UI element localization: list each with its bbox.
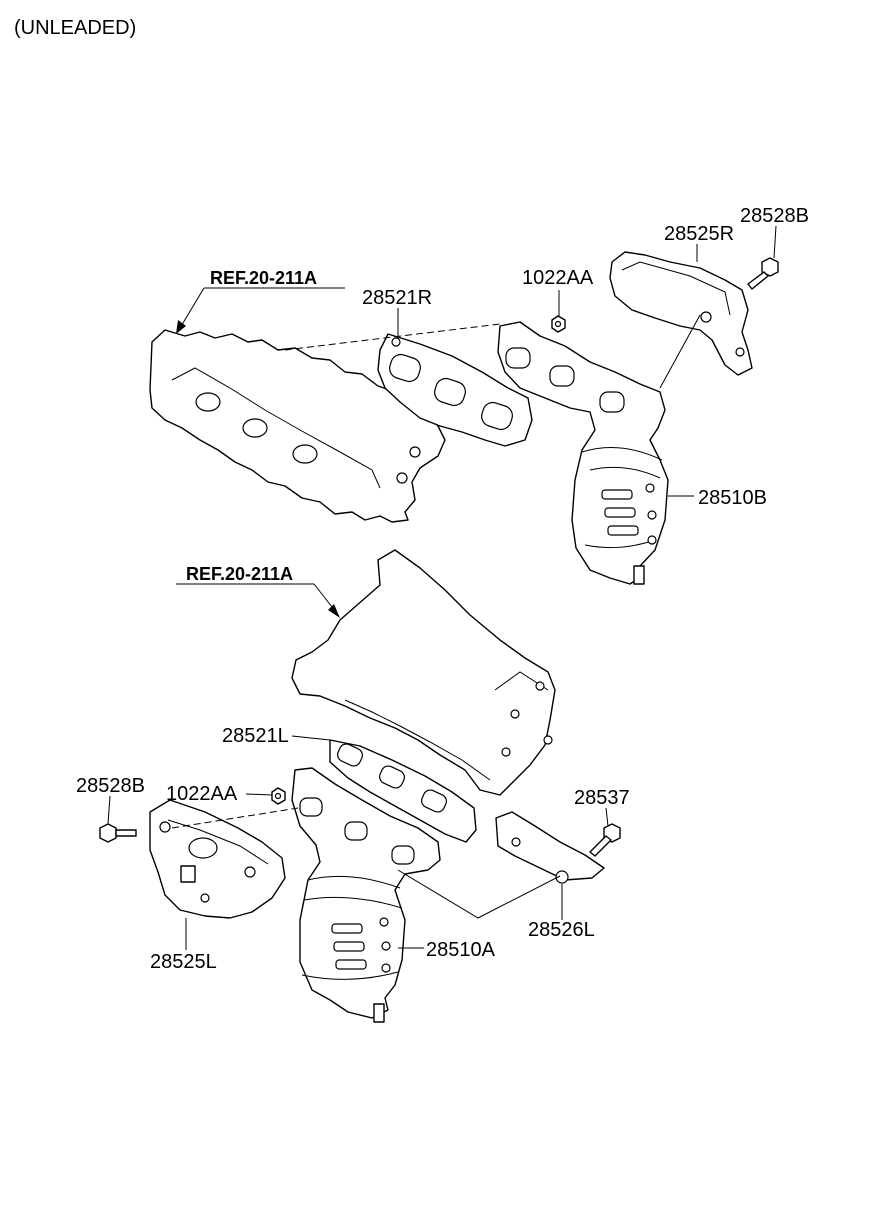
label-gasket-lh: 28521L [222,725,289,747]
dash-upper-head [284,323,501,351]
label-manifold-lh: 28510A [426,939,496,961]
label-nut-lh: 1022AA [166,783,238,805]
nut-lh [271,787,286,805]
link-bracket-lh [397,869,561,919]
label-bracket-lh: 28526L [528,919,595,941]
label-bolt-rh: 28528B [740,205,809,227]
gasket-rh [377,333,533,447]
label-heat-protector-rh: 28525R [664,223,734,245]
variant-label: (UNLEADED) [14,17,136,39]
ref-leader-upper [179,287,205,329]
leader-nut-lh [245,793,273,796]
heat-protector-lh [149,799,286,919]
cylinder-head-lower [291,549,556,796]
label-gasket-rh: 28521R [362,287,432,309]
nut-rh [551,315,566,333]
ref-arrow-upper [176,320,186,334]
leader-gasket-lh [291,735,331,741]
gasket-lh [329,739,477,843]
label-bolt-lh: 28528B [76,775,145,797]
label-nut-rh: 1022AA [522,267,594,289]
ref-label-upper: REF.20-211A [210,268,317,288]
ref-label-lower: REF.20-211A [186,564,293,584]
bolt-bracket [589,823,621,857]
leader-bolt-bracket [605,807,609,827]
leader-bolt-rh [773,225,777,259]
bracket-lh [495,811,605,884]
ref-arrow-lower [328,604,340,618]
label-heat-protector-lh: 28525L [150,951,217,973]
manifold-catalyst-lh [291,767,441,1023]
leader-bolt-lh [107,795,111,825]
label-manifold-rh: 28510B [698,487,767,509]
bolt-rh [747,257,779,290]
bolt-lh [99,823,137,843]
heat-protector-rh [609,251,753,376]
label-bolt-bracket: 28537 [574,787,630,809]
cylinder-head-upper [149,329,446,523]
manifold-catalyst-rh [497,321,669,585]
link-heat-protector-rh [659,314,701,389]
